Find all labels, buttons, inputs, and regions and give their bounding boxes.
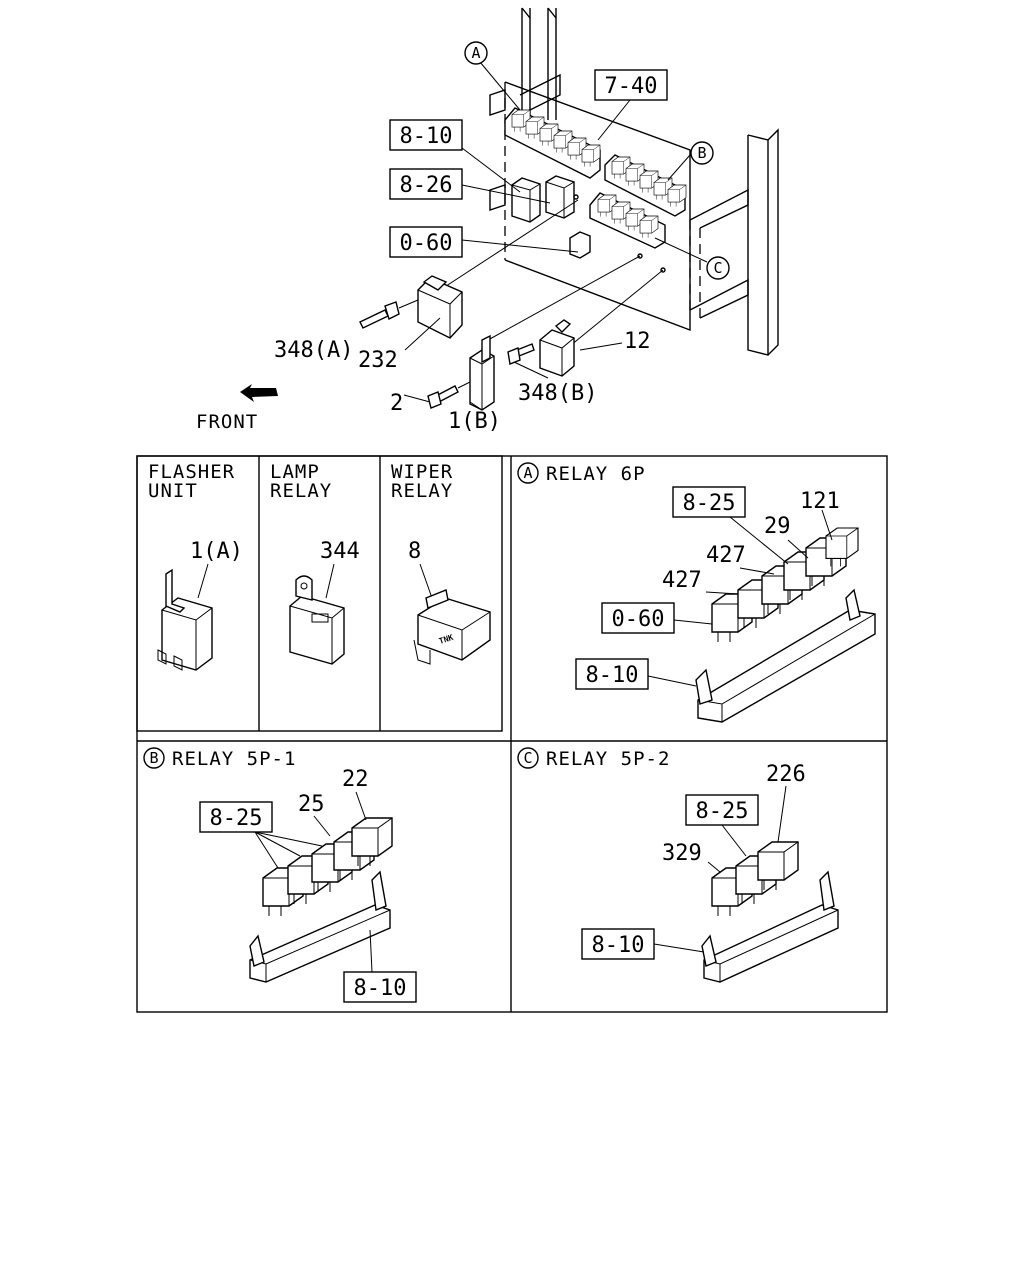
ref-0-60: 0-60	[400, 231, 453, 256]
front-label: FRONT	[196, 411, 258, 433]
callout-c-label: C	[713, 259, 722, 277]
relay-6p-part-29: 29	[764, 514, 791, 539]
ref-8-26: 8-26	[400, 173, 453, 198]
part-2-label: 2	[390, 391, 403, 416]
flasher-title-2: UNIT	[148, 480, 198, 502]
wiper-title-1: WIPER	[391, 461, 453, 483]
panel-relay-6p: A RELAY 6P 8-25 0-60 8-10 121 29 427 427	[517, 462, 876, 723]
relay-6p-title: RELAY 6P	[546, 463, 646, 485]
relay-5p1-socket	[249, 870, 391, 983]
front-arrow-icon	[240, 384, 278, 402]
callout-b-circle	[690, 141, 714, 165]
flasher-title-1: FLASHER	[148, 461, 235, 483]
ref-7-40: 7-40	[605, 74, 658, 99]
wiper-part-label: 8	[408, 539, 421, 564]
relay-5p2-ref-8-10: 8-10	[592, 933, 645, 958]
ref-0-60-box	[389, 226, 463, 258]
main-exploded-view: A B C 7-40 8-10 8-26 0-60 348(A) 232 2 1…	[196, 7, 779, 434]
panel-relay-5p-1: B RELAY 5P-1 8-25 8-10 22 25	[143, 747, 417, 1003]
flasher-unit-drawing	[157, 568, 213, 671]
detail-panels-frame	[136, 455, 888, 1013]
relay-6p-ref-8-25-box	[672, 486, 746, 518]
relay-6p-part-121: 121	[800, 489, 840, 514]
panel-lamp-relay: LAMP RELAY 344	[270, 461, 360, 665]
part-232-label: 232	[358, 348, 398, 373]
relay-6p-socket	[695, 588, 876, 723]
part-12-label: 12	[624, 329, 651, 354]
panel-relay-5p-2: C RELAY 5P-2 8-25 8-10 226 329	[517, 747, 839, 983]
wiper-relay-drawing: TNK	[413, 589, 491, 665]
frame-rail-left	[519, 7, 561, 120]
bolt-348a	[359, 299, 419, 329]
relay-5p2-relays	[711, 841, 799, 917]
relay-block-c	[589, 192, 666, 249]
callout-a-circle	[464, 41, 488, 65]
relay-5p1-ref-8-10: 8-10	[354, 976, 407, 1001]
relay-6p-ref-0-60-box	[601, 602, 675, 634]
part-12-relay	[539, 319, 575, 377]
wiper-title-2: RELAY	[391, 480, 453, 502]
ref-8-10-box	[389, 119, 463, 151]
wiper-marking: TNK	[438, 633, 455, 646]
relay-5p1-circle	[143, 747, 165, 769]
panel-flasher-unit: FLASHER UNIT 1(A)	[148, 461, 243, 671]
ref-8-10: 8-10	[400, 124, 453, 149]
main-leader-lines	[439, 61, 708, 351]
relay-6p-circle-label: A	[523, 464, 532, 482]
frame-rail-right	[689, 128, 779, 356]
ref-7-40-box	[594, 69, 668, 101]
relay-5p2-title: RELAY 5P-2	[546, 748, 670, 770]
flasher-part-label: 1(A)	[190, 539, 243, 564]
relay-5p2-circle-label: C	[523, 749, 532, 767]
relay-5p1-title: RELAY 5P-1	[172, 748, 296, 770]
lamp-part-label: 344	[320, 539, 360, 564]
relay-5p1-circle-label: B	[149, 749, 158, 767]
relay-6p-ref-8-10-box	[575, 658, 649, 690]
relay-6p-ref-8-25: 8-25	[683, 491, 736, 516]
callout-c-circle	[706, 256, 730, 280]
relay-6p-part-427-b: 427	[662, 568, 702, 593]
lamp-relay-drawing	[289, 575, 345, 665]
relay-5p2-part-226: 226	[766, 762, 806, 787]
callout-a-label: A	[471, 44, 480, 62]
relay-5p2-ref-8-25-box	[685, 794, 759, 826]
relay-block-b	[604, 154, 687, 217]
relay-5p2-part-329: 329	[662, 841, 702, 866]
relay-5p1-part-22: 22	[342, 767, 369, 792]
relay-6p-ref-0-60: 0-60	[612, 607, 665, 632]
relay-6p-part-427-a: 427	[706, 543, 746, 568]
relay-5p1-ref-8-10-box	[343, 971, 417, 1003]
relay-mounting-plate	[489, 81, 691, 332]
lamp-title-2: RELAY	[270, 480, 332, 502]
relay-5p1-ref-8-25: 8-25	[210, 806, 263, 831]
part-1b-label: 1(B)	[448, 409, 501, 434]
part-232-relay	[417, 275, 463, 339]
relay-5p2-ref-8-25: 8-25	[696, 799, 749, 824]
relay-5p1-part-25: 25	[298, 792, 325, 817]
panel-wiper-relay: WIPER RELAY 8 TNK	[391, 461, 491, 665]
bolt-2	[427, 381, 471, 409]
bolt-348b	[507, 343, 535, 365]
relay-5p2-socket	[701, 870, 839, 983]
relay-5p1-ref-8-25-box	[199, 801, 273, 833]
relay-6p-circle	[517, 462, 539, 484]
relay-block-a	[504, 107, 601, 179]
part-348b-label: 348(B)	[518, 381, 597, 406]
relay-sockets	[511, 175, 666, 273]
callout-b-label: B	[697, 144, 706, 162]
part-348a-label: 348(A)	[274, 338, 353, 363]
ref-8-26-box	[389, 168, 463, 200]
relay-6p-ref-8-10: 8-10	[586, 663, 639, 688]
relay-5p2-circle	[517, 747, 539, 769]
part-1b-flasher	[469, 334, 495, 411]
part-leader-lines	[403, 317, 623, 411]
lamp-title-1: LAMP	[270, 461, 320, 483]
